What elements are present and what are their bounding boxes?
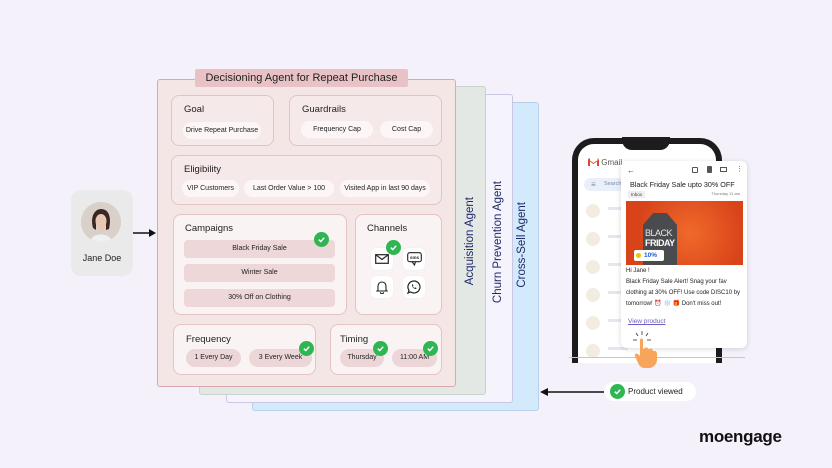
check-icon [299, 341, 314, 356]
user-photo-icon [81, 202, 121, 242]
avatar [81, 202, 121, 242]
eligibility-pill[interactable]: VIP Customers [182, 180, 239, 197]
campaigns-card: Campaigns Black Friday Sale Winter Sale … [173, 214, 347, 315]
eligibility-pill[interactable]: Last Order Value > 100 [244, 180, 334, 197]
tap-hand-icon [633, 331, 657, 368]
campaign-option[interactable]: Winter Sale [184, 264, 335, 282]
gmail-header: Gmail [588, 158, 622, 167]
svg-text:sms: sms [409, 255, 419, 260]
channels-card: Channels sms [355, 214, 442, 315]
check-icon [373, 341, 388, 356]
email-channel-button[interactable] [371, 248, 393, 270]
more-options-icon[interactable]: ⋮ [736, 166, 743, 173]
frequency-title: Frequency [186, 334, 231, 345]
guardrails-card: Guardrails Frequency Cap Cost Cap [289, 95, 442, 146]
coin-icon [636, 253, 641, 258]
check-icon [314, 232, 329, 247]
back-arrow-icon[interactable]: ← [627, 166, 635, 175]
email-greeting: Hi Jane ! [626, 268, 650, 274]
archive-icon[interactable] [692, 167, 698, 173]
arrow-left-icon [540, 388, 604, 396]
inbox-avatar [586, 344, 600, 358]
inbox-avatar [586, 288, 600, 302]
whatsapp-icon [407, 280, 421, 294]
frequency-card: Frequency 1 Every Day 3 Every Week [173, 324, 316, 375]
frequency-option[interactable]: 1 Every Day [186, 349, 241, 367]
timing-option-selected[interactable]: Thursday [340, 349, 384, 367]
trash-icon[interactable] [707, 166, 712, 173]
email-icon [375, 254, 389, 264]
arrow-right-icon [133, 229, 156, 237]
email-subject: Black Friday Sale upto 30% OFF [630, 180, 735, 189]
bell-icon [376, 281, 388, 294]
inbox-avatar [586, 232, 600, 246]
inbox-avatar [586, 260, 600, 274]
acquisition-agent-label: Acquisition Agent [464, 197, 476, 286]
view-product-link[interactable]: View product [628, 318, 666, 325]
phone-notch [622, 137, 670, 150]
eligibility-title: Eligibility [184, 164, 221, 175]
gmail-logo-icon [588, 158, 599, 166]
inbox-avatar [586, 204, 600, 218]
churn-prevention-agent-label: Churn Prevention Agent [492, 181, 504, 304]
guardrail-pill[interactable]: Cost Cap [380, 121, 433, 138]
menu-icon[interactable]: ≡ [591, 180, 596, 189]
email-body: Black Friday Sale Alert! Snag your fav c… [626, 279, 741, 307]
brand-logo: moengage [699, 427, 782, 446]
cross-sell-agent-label: Cross-Sell Agent [516, 202, 528, 288]
timing-card: Timing Thursday 11:00 AM [330, 324, 442, 375]
push-channel-button[interactable] [371, 276, 393, 298]
campaign-option[interactable]: 30% Off on Clothing [184, 289, 335, 307]
goal-title: Goal [184, 104, 205, 115]
mail-icon[interactable] [720, 167, 727, 172]
sms-channel-button[interactable]: sms [403, 248, 425, 270]
guardrails-title: Guardrails [302, 104, 346, 115]
sms-icon: sms [406, 252, 422, 266]
campaigns-title: Campaigns [185, 223, 234, 234]
agent-title: Decisioning Agent for Repeat Purchase [195, 69, 408, 87]
timing-title: Timing [340, 334, 369, 345]
whatsapp-channel-button[interactable] [403, 276, 425, 298]
check-icon [610, 384, 625, 399]
campaign-option-selected[interactable]: Black Friday Sale [184, 240, 335, 258]
goal-card: Goal Drive Repeat Purchase [171, 95, 274, 146]
email-view: ← ⋮ Black Friday Sale upto 30% OFF Inbox… [621, 161, 747, 348]
discount-badge: 10% [634, 250, 664, 261]
decisioning-agent-card: Goal Drive Repeat Purchase Guardrails Fr… [157, 79, 456, 387]
black-friday-banner: BLACK FRIDAY 10% [626, 201, 743, 265]
inbox-label: Inbox [628, 191, 646, 198]
channels-title: Channels [367, 223, 408, 234]
gmail-app-name: Gmail [601, 158, 623, 167]
eligibility-pill[interactable]: Visited App in last 90 days [340, 180, 430, 197]
event-label: Product viewed [628, 387, 683, 396]
inbox-avatar [586, 316, 600, 330]
guardrail-pill[interactable]: Frequency Cap [301, 121, 373, 138]
user-name: Jane Doe [82, 253, 122, 263]
check-icon [423, 341, 438, 356]
eligibility-card: Eligibility VIP Customers Last Order Val… [171, 155, 442, 205]
goal-pill[interactable]: Drive Repeat Purchase [183, 122, 261, 139]
event-badge: Product viewed [604, 382, 696, 401]
check-icon [386, 240, 401, 255]
email-time: Thursday 11 am [711, 191, 740, 196]
frequency-option-selected[interactable]: 3 Every Week [249, 349, 312, 367]
